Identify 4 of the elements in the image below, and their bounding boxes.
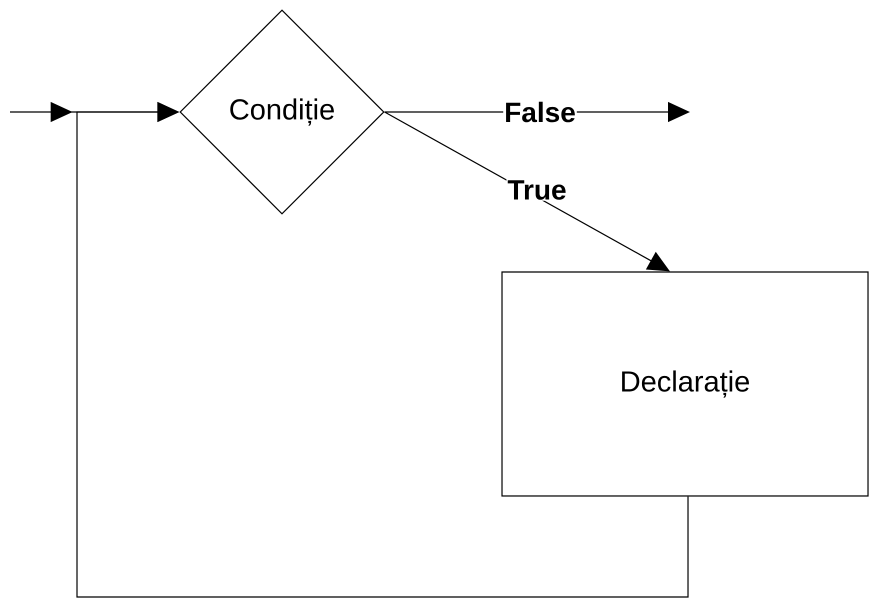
process-box: Declarație bbox=[501, 271, 869, 497]
edge-label: True bbox=[506, 179, 568, 201]
arrow bbox=[76, 102, 689, 598]
edge-label: False bbox=[503, 100, 577, 124]
